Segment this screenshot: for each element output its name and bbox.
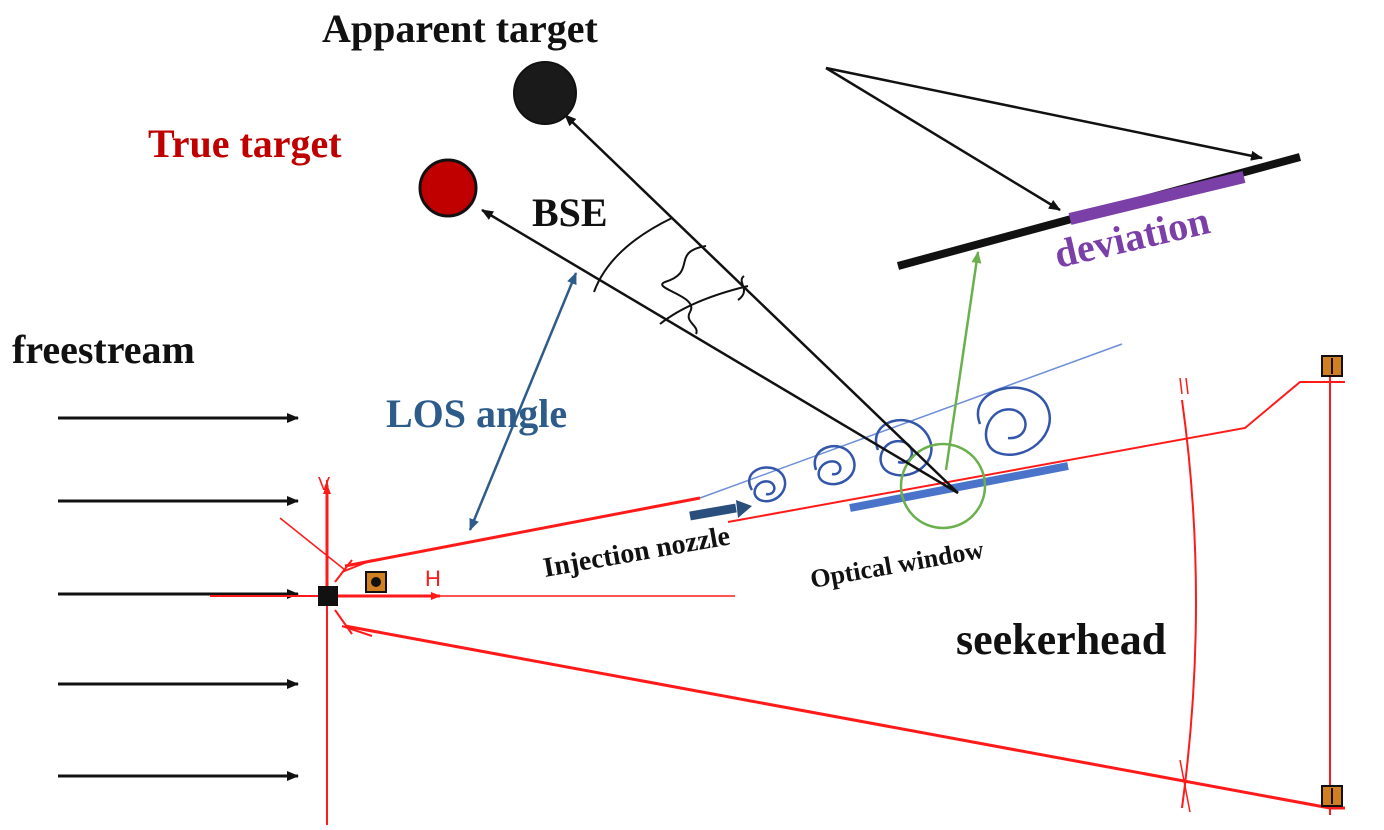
- deviation-pointer-arrow: [825, 66, 1061, 212]
- deviation-segment: [1068, 171, 1246, 225]
- vortex-structures: [748, 386, 1052, 503]
- optical-window-label: Optical window: [808, 535, 986, 594]
- axis-v-label: V: [318, 474, 330, 494]
- origin-marker-icon: [318, 586, 338, 606]
- optical-window-bar: [849, 462, 1069, 512]
- los-angle-label: LOS angle: [386, 391, 567, 436]
- axis-h-label: H: [425, 566, 441, 591]
- bse-label: BSE: [532, 190, 608, 235]
- los-line-true-target: [481, 208, 959, 495]
- seekerhead-label: seekerhead: [956, 615, 1166, 664]
- injection-nozzle-label: Injection nozzle: [541, 521, 732, 584]
- bse-angle-arc: [659, 285, 749, 325]
- apparent-target-label: Apparent target: [322, 6, 599, 51]
- los-angle-arrow: [468, 272, 578, 531]
- reference-markers: [318, 355, 1343, 807]
- true-target-label: True target: [148, 121, 342, 166]
- green-ray-arrow: [944, 251, 982, 471]
- apparent-target-dot: [513, 61, 577, 125]
- freestream-arrows: [58, 413, 299, 781]
- freestream-label: freestream: [12, 327, 195, 372]
- injection-nozzle-arrow: [689, 503, 737, 521]
- aperture-circle: [899, 442, 987, 530]
- bse-angle-arc: [593, 217, 673, 293]
- los-line-apparent-target: [564, 114, 959, 494]
- seekerhead-outline: [210, 370, 1345, 825]
- true-target-dot: [418, 158, 478, 218]
- deviation-pointer-arrow: [825, 66, 1263, 161]
